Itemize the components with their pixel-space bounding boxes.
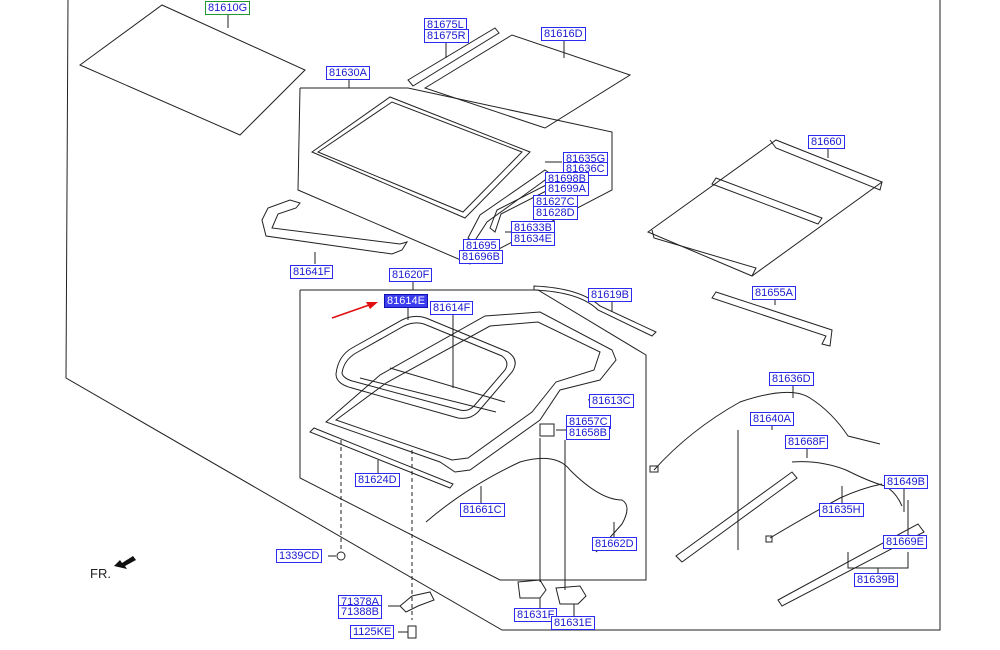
part-label-81634E[interactable]: 81634E — [511, 232, 555, 246]
roof-glass-panel — [79, 4, 306, 136]
part-label-81614E[interactable]: 81614E — [384, 294, 428, 308]
part-label-81619B[interactable]: 81619B — [588, 288, 632, 302]
sunshade-roller-blind — [646, 139, 884, 277]
part-label-81699A[interactable]: 81699A — [545, 182, 589, 196]
part-label-81628D[interactable]: 81628D — [533, 206, 578, 220]
part-label-81610G[interactable]: 81610G — [205, 1, 251, 15]
part-label-81662D[interactable]: 81662D — [592, 537, 637, 551]
part-label-81655A[interactable]: 81655A — [752, 286, 796, 300]
part-label-81613C[interactable]: 81613C — [589, 394, 634, 408]
part-label-81636D[interactable]: 81636D — [769, 372, 814, 386]
front-seal-strip — [309, 427, 454, 489]
rear-glass-panel — [423, 34, 632, 129]
sunroof-motor-left — [517, 579, 547, 599]
sunroof-frame — [325, 311, 617, 473]
rear-trim-strip — [533, 285, 657, 337]
front-glass-panel — [310, 96, 531, 219]
front-direction-label: FR. — [90, 566, 111, 581]
front-direction-arrow-icon — [114, 556, 136, 569]
part-label-81620F[interactable]: 81620F — [389, 268, 433, 282]
part-label-81675R[interactable]: 81675R — [424, 29, 469, 43]
part-label-81641F[interactable]: 81641F — [290, 265, 334, 279]
part-label-81630A[interactable]: 81630A — [326, 66, 370, 80]
drive-cable — [653, 391, 881, 471]
part-label-81696B[interactable]: 81696B — [459, 250, 503, 264]
part-label-81675L[interactable]: 81675L — [424, 18, 467, 32]
part-label-81631E[interactable]: 81631E — [551, 616, 595, 630]
wind-deflector — [261, 199, 409, 255]
part-label-1339CD[interactable]: 1339CD — [276, 549, 323, 563]
sunshade-bar — [711, 291, 833, 347]
part-label-81658B[interactable]: 81658B — [566, 426, 610, 440]
part-label-81631F[interactable]: 81631F — [514, 608, 558, 622]
sunroof-motor-right — [555, 585, 587, 605]
part-label-1125KE[interactable]: 1125KE — [350, 625, 395, 639]
red-pointer-arrow-icon — [331, 302, 378, 319]
part-label-81640A[interactable]: 81640A — [750, 412, 794, 426]
drain-hose-front — [425, 457, 628, 553]
bracket-71378A — [399, 591, 435, 613]
cable-81668F — [791, 461, 903, 507]
group-frame-81630A — [297, 87, 613, 265]
guide-rail-left — [675, 471, 798, 563]
outer-frame — [65, 0, 941, 631]
part-label-81668F[interactable]: 81668F — [785, 435, 829, 449]
part-label-81624D[interactable]: 81624D — [355, 473, 400, 487]
part-label-81639B[interactable]: 81639B — [854, 573, 898, 587]
part-label-81627C[interactable]: 81627C — [533, 195, 578, 209]
weatherstrip-seal — [335, 315, 516, 419]
part-label-81649B[interactable]: 81649B — [884, 475, 928, 489]
part-label-81669E[interactable]: 81669E — [883, 535, 927, 549]
part-label-81614F[interactable]: 81614F — [430, 301, 474, 315]
molding-strip — [407, 27, 500, 87]
part-label-81616D[interactable]: 81616D — [541, 27, 586, 41]
part-label-81660[interactable]: 81660 — [808, 135, 845, 149]
bolt-1125KE — [407, 625, 417, 639]
part-label-81635H[interactable]: 81635H — [819, 503, 864, 517]
part-label-81661C[interactable]: 81661C — [460, 503, 505, 517]
part-label-71388B[interactable]: 71388B — [338, 605, 382, 619]
